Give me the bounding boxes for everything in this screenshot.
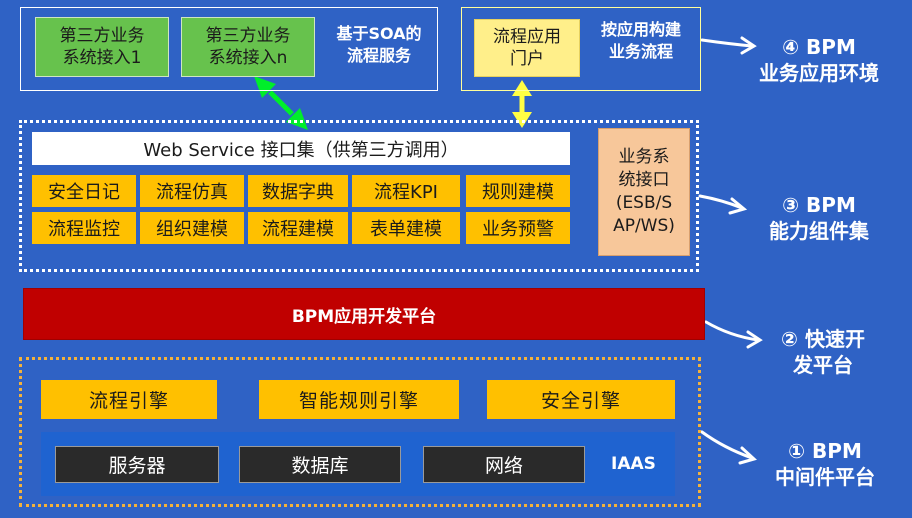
component-cell: 安全日记 bbox=[32, 175, 136, 207]
soa-group: 第三方业务 系统接入1 第三方业务 系统接入n 基于SOA的 流程服务 bbox=[20, 7, 438, 91]
side-label-2-line2: 发平台 bbox=[793, 353, 853, 377]
component-cell: 规则建模 bbox=[466, 175, 570, 207]
bpm-dev-platform-bar: BPM应用开发平台 bbox=[23, 288, 705, 340]
side-label-2: ② 快速开 发平台 bbox=[758, 326, 888, 378]
process-engine: 流程引擎 bbox=[41, 380, 217, 419]
green-double-arrow bbox=[254, 76, 308, 130]
portal-title-line2: 业务流程 bbox=[608, 42, 673, 61]
process-portal-box: 流程应用 门户 bbox=[474, 19, 580, 77]
business-interface-line1: 业务系 bbox=[618, 147, 670, 167]
portal-group: 流程应用 门户 按应用构建 业务流程 bbox=[461, 7, 701, 91]
server-cell: 服务器 bbox=[55, 446, 219, 483]
third-party-access-n-box: 第三方业务 系统接入n bbox=[181, 17, 315, 77]
component-cell: 流程仿真 bbox=[140, 175, 244, 207]
arrow-to-label-3 bbox=[698, 194, 748, 215]
business-interface-line3: (ESB/S bbox=[615, 193, 673, 213]
business-interface-line2: 统接口 bbox=[618, 170, 670, 190]
side-label-2-line1: ② 快速开 bbox=[781, 327, 865, 351]
side-label-4-line2: 业务应用环境 bbox=[759, 61, 879, 85]
component-cell: 流程建模 bbox=[248, 212, 348, 244]
side-label-4-line1: ④ BPM bbox=[782, 35, 856, 59]
soa-title-line1: 基于SOA的 bbox=[336, 24, 422, 43]
component-cell: 组织建模 bbox=[140, 212, 244, 244]
iaas-band: 服务器 数据库 网络 IAAS bbox=[41, 432, 675, 496]
soa-title-line2: 流程服务 bbox=[346, 46, 411, 65]
component-cell: 流程KPI bbox=[352, 175, 460, 207]
component-cell: 数据字典 bbox=[248, 175, 348, 207]
rule-engine: 智能规则引擎 bbox=[259, 380, 459, 419]
side-label-1: ① BPM 中间件平台 bbox=[752, 438, 898, 490]
side-label-3-line1: ③ BPM bbox=[782, 193, 856, 217]
security-engine: 安全引擎 bbox=[487, 380, 675, 419]
arrow-to-label-1 bbox=[700, 430, 757, 465]
portal-title-line1: 按应用构建 bbox=[600, 20, 681, 39]
iaas-label: IAAS bbox=[611, 454, 656, 474]
network-cell: 网络 bbox=[423, 446, 585, 483]
side-label-1-line2: 中间件平台 bbox=[775, 465, 875, 489]
third-party-access-n-line1: 第三方业务 bbox=[205, 26, 291, 46]
third-party-access-1-box: 第三方业务 系统接入1 bbox=[35, 17, 169, 77]
arrow-to-label-4 bbox=[700, 36, 757, 55]
third-party-access-1-line2: 系统接入1 bbox=[62, 48, 142, 68]
process-portal-line1: 流程应用 bbox=[493, 27, 561, 47]
side-label-3: ③ BPM 能力组件集 bbox=[744, 192, 894, 244]
third-party-access-n-line2: 系统接入n bbox=[208, 48, 288, 68]
database-cell: 数据库 bbox=[239, 446, 401, 483]
arrow-to-label-2 bbox=[704, 320, 763, 349]
side-label-3-line2: 能力组件集 bbox=[769, 219, 869, 243]
third-party-access-1-line1: 第三方业务 bbox=[59, 26, 145, 46]
side-label-4: ④ BPM 业务应用环境 bbox=[736, 34, 902, 86]
component-cell: 流程监控 bbox=[32, 212, 136, 244]
component-cell: 业务预警 bbox=[466, 212, 570, 244]
business-interface-box: 业务系 统接口 (ESB/S AP/WS) bbox=[598, 128, 690, 256]
side-label-1-line1: ① BPM bbox=[788, 439, 862, 463]
soa-title: 基于SOA的 流程服务 bbox=[323, 23, 435, 67]
process-portal-line2: 门户 bbox=[510, 49, 544, 69]
portal-title: 按应用构建 业务流程 bbox=[584, 19, 698, 63]
component-cell: 表单建模 bbox=[352, 212, 460, 244]
business-interface-line4: AP/WS) bbox=[613, 216, 675, 236]
middleware-frame bbox=[19, 357, 701, 507]
web-service-interface-bar: Web Service 接口集（供第三方调用） bbox=[32, 132, 570, 165]
capability-components-frame bbox=[19, 120, 699, 272]
